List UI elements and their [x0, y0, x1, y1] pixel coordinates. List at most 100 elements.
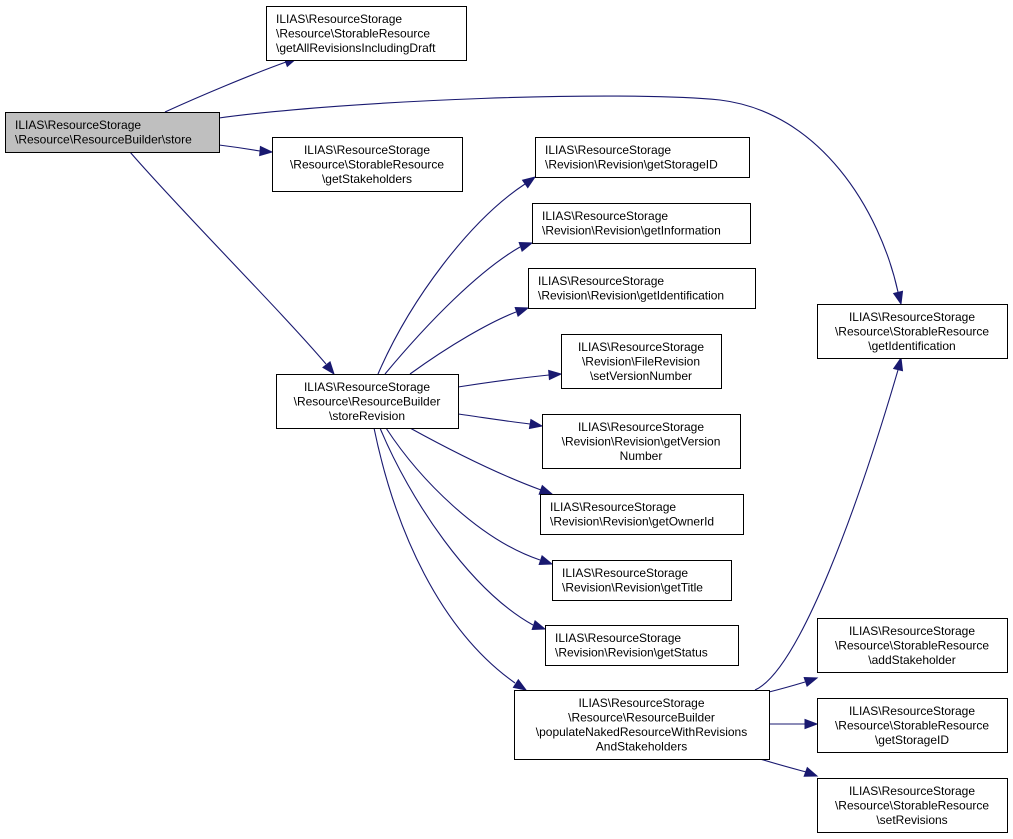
arrowhead-icon: [521, 176, 537, 189]
node-label-line: ILIAS\ResourceStorage: [578, 340, 704, 354]
edge-storeRevision-to-populateNaked: [373, 427, 528, 691]
node-box[interactable]: [552, 560, 732, 601]
node-setRevisions[interactable]: ILIAS\ResourceStorage\Resource\StorableR…: [817, 778, 1008, 833]
edge-line: [164, 61, 287, 113]
node-label-line: \Revision\FileRevision: [582, 354, 700, 368]
node-label-line: \Resource\ResourceBuilder: [294, 394, 441, 408]
node-label-line: \storeRevision: [329, 409, 405, 423]
edge-populateNaked-to-addStakeholder: [768, 676, 819, 693]
node-getTitle[interactable]: ILIAS\ResourceStorage\Revision\Revision\…: [552, 560, 732, 601]
node-label-line: ILIAS\ResourceStorage: [304, 380, 430, 394]
node-box[interactable]: [532, 203, 751, 244]
node-rev_getInformation[interactable]: ILIAS\ResourceStorage\Revision\Revision\…: [532, 203, 751, 244]
node-label-line: \getAllRevisionsIncludingDraft: [276, 41, 436, 55]
node-box[interactable]: [817, 778, 1008, 833]
node-label-line: ILIAS\ResourceStorage: [578, 420, 704, 434]
node-rev_getIdentification[interactable]: ILIAS\ResourceStorage\Revision\Revision\…: [528, 268, 756, 309]
arrowhead-icon: [518, 241, 534, 252]
node-label-line: \getIdentification: [868, 339, 955, 353]
node-label-line: \Revision\Revision\getIdentification: [538, 289, 724, 303]
node-addStakeholder[interactable]: ILIAS\ResourceStorage\Resource\StorableR…: [817, 618, 1008, 673]
arrowhead-icon: [514, 306, 530, 317]
node-getVersionNumber[interactable]: ILIAS\ResourceStorage\Revision\Revision\…: [542, 414, 741, 469]
arrowhead-icon: [538, 555, 554, 566]
node-box[interactable]: [5, 112, 220, 153]
node-label-line: ILIAS\ResourceStorage: [15, 118, 141, 132]
node-box[interactable]: [535, 137, 750, 178]
edge-line: [409, 427, 542, 491]
node-box[interactable]: [272, 137, 463, 192]
edge-storeRevision-to-getTitle: [385, 427, 554, 566]
node-sr_getStorageID[interactable]: ILIAS\ResourceStorage\Resource\StorableR…: [817, 698, 1008, 753]
node-box[interactable]: [266, 6, 467, 61]
node-label-line: ILIAS\ResourceStorage: [578, 696, 704, 710]
arrowhead-icon: [803, 766, 819, 777]
node-rev_getStorageID[interactable]: ILIAS\ResourceStorage\Revision\Revision\…: [535, 137, 750, 178]
edge-line: [457, 413, 531, 425]
node-label-line: \Resource\StorableResource: [835, 718, 989, 732]
node-box[interactable]: [540, 494, 744, 535]
arrowhead-icon: [548, 369, 563, 381]
arrowhead-icon: [322, 360, 335, 376]
node-box[interactable]: [528, 268, 756, 309]
node-label-line: ILIAS\ResourceStorage: [849, 310, 975, 324]
node-box[interactable]: [561, 334, 722, 389]
node-box[interactable]: [542, 414, 741, 469]
arrowhead-icon: [531, 620, 547, 631]
node-box[interactable]: [514, 690, 770, 760]
node-setVersionNumber[interactable]: ILIAS\ResourceStorage\Revision\FileRevis…: [561, 334, 722, 389]
node-storeRevision[interactable]: ILIAS\ResourceStorage\Resource\ResourceB…: [276, 374, 459, 429]
node-label-line: ILIAS\ResourceStorage: [304, 143, 430, 157]
node-label-line: \Resource\ResourceBuilder: [568, 711, 715, 725]
edge-storeRevision-to-rev_getIdentification: [409, 306, 530, 375]
node-box[interactable]: [545, 625, 739, 666]
node-getStakeholders[interactable]: ILIAS\ResourceStorage\Resource\StorableR…: [272, 137, 463, 192]
arrowhead-icon: [804, 718, 819, 730]
edge-storeRevision-to-setVersionNumber: [457, 369, 563, 388]
node-label-line: ILIAS\ResourceStorage: [538, 274, 664, 288]
edges-layer: [129, 57, 904, 777]
node-label-line: \Revision\Revision\getStatus: [555, 646, 708, 660]
edge-line: [379, 427, 534, 626]
node-label-line: \Revision\Revision\getInformation: [542, 224, 721, 238]
node-label-line: \Resource\StorableResource: [290, 157, 444, 171]
node-label-line: \Revision\Revision\getTitle: [562, 581, 703, 595]
arrowhead-icon: [892, 356, 904, 372]
edge-store-to-getAllRevisionsIncludingDraft: [164, 57, 299, 113]
edge-line: [759, 758, 807, 773]
node-label-line: \getStakeholders: [322, 172, 412, 186]
node-label-line: ILIAS\ResourceStorage: [849, 624, 975, 638]
node-box[interactable]: [817, 698, 1008, 753]
node-getAllRevisionsIncludingDraft[interactable]: ILIAS\ResourceStorage\Resource\StorableR…: [266, 6, 467, 61]
node-box[interactable]: [817, 618, 1008, 673]
arrowhead-icon: [528, 418, 544, 430]
node-sr_getIdentification[interactable]: ILIAS\ResourceStorage\Resource\StorableR…: [817, 304, 1008, 359]
node-label-line: \Revision\Revision\getStorageID: [545, 158, 718, 172]
node-getOwnerId[interactable]: ILIAS\ResourceStorage\Revision\Revision\…: [540, 494, 744, 535]
edge-storeRevision-to-getStatus: [379, 427, 547, 631]
node-label-line: \Resource\StorableResource: [835, 324, 989, 338]
edge-store-to-getStakeholders: [218, 144, 274, 157]
node-box[interactable]: [276, 374, 459, 429]
node-label-line: ILIAS\ResourceStorage: [545, 143, 671, 157]
node-label-line: ILIAS\ResourceStorage: [555, 631, 681, 645]
node-label-line: ILIAS\ResourceStorage: [276, 12, 402, 26]
edge-storeRevision-to-getVersionNumber: [457, 413, 544, 430]
node-label-line: \Resource\ResourceBuilder\store: [15, 133, 192, 147]
node-populateNaked[interactable]: ILIAS\ResourceStorage\Resource\ResourceB…: [514, 690, 770, 760]
node-getStatus[interactable]: ILIAS\ResourceStorage\Revision\Revision\…: [545, 625, 739, 666]
edge-line: [457, 374, 550, 388]
node-label-line: \Resource\StorableResource: [835, 638, 989, 652]
node-label-line: ILIAS\ResourceStorage: [849, 784, 975, 798]
arrowhead-icon: [892, 290, 904, 306]
edge-populateNaked-to-sr_getStorageID: [768, 718, 819, 730]
node-label-line: \Resource\StorableResource: [835, 798, 989, 812]
node-label-line: \Revision\Revision\getVersion: [562, 434, 721, 448]
node-label-line: AndStakeholders: [596, 740, 687, 754]
edge-store-to-sr_getIdentification: [218, 95, 904, 306]
node-store[interactable]: ILIAS\ResourceStorage\Resource\ResourceB…: [5, 112, 220, 153]
node-box[interactable]: [817, 304, 1008, 359]
node-label-line: \populateNakedResourceWithRevisions: [536, 725, 747, 739]
edge-line: [218, 144, 261, 152]
